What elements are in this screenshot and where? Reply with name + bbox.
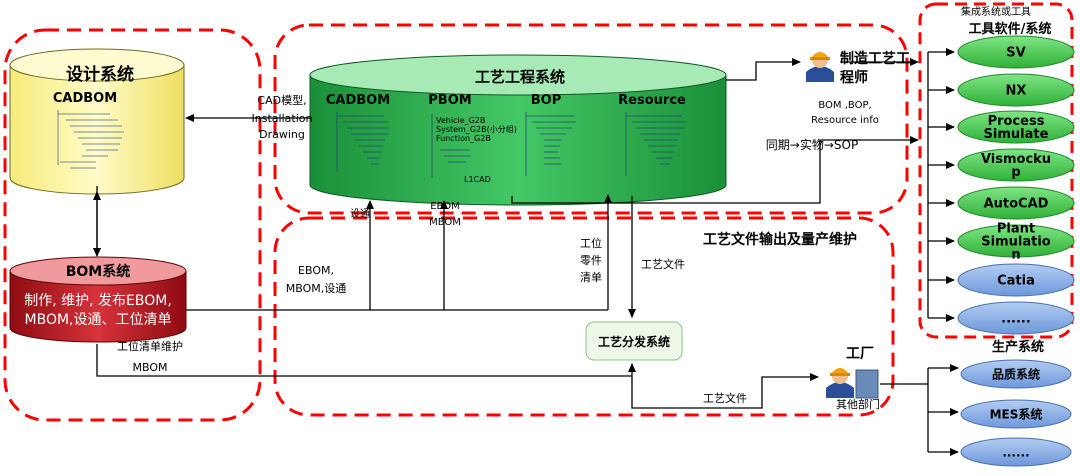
tool-label: AutoCAD	[984, 197, 1049, 212]
tool-pill	[957, 224, 1075, 258]
process-col-cadbom: CADBOM	[326, 93, 390, 108]
tool-label: p	[1011, 165, 1020, 180]
tool-label: n	[1011, 248, 1020, 263]
tool-pill	[957, 110, 1075, 144]
distribution-system-box	[585, 321, 683, 361]
design-db	[9, 48, 185, 195]
factory-title: 工厂	[846, 346, 874, 362]
tool-item-6: Catia	[957, 263, 1075, 297]
tool-label: ......	[1001, 312, 1031, 327]
tool-label: Vismocku	[981, 152, 1051, 167]
ebom-mbom-label-2: MBOM,设通	[286, 282, 347, 295]
production-item-2: ......	[960, 437, 1072, 467]
production-pill	[960, 399, 1072, 429]
tool-item-7: ......	[957, 301, 1075, 335]
station-label-1: 工位	[580, 236, 602, 250]
tool-pill	[957, 263, 1075, 297]
production-label: ......	[1002, 446, 1029, 460]
pbom-line-3: Function_G2B	[436, 134, 491, 143]
bom-line-2: MBOM,设通、工位清单	[25, 312, 172, 328]
cad-model-label-3: Drawing	[259, 128, 305, 141]
process-col-resource: Resource	[618, 93, 686, 108]
tool-item-4: AutoCAD	[957, 186, 1075, 220]
engineer-label-2: 程师	[840, 69, 868, 86]
process-tree-thumbs	[336, 112, 686, 178]
output-region-title: 工艺文件输出及量产维护	[703, 231, 857, 248]
production-title: 生产系统	[992, 339, 1044, 355]
engineer-label-1: 制造工艺工	[840, 50, 910, 67]
tool-label: Plant	[997, 222, 1035, 237]
production-pill	[960, 437, 1072, 467]
tool-pill	[957, 35, 1075, 69]
process-col-bop: BOP	[531, 93, 562, 108]
mbom-bottom-label: MBOM	[133, 361, 168, 374]
sync-label: 同期→实物→SOP	[766, 137, 858, 152]
design-cadbom-label: CADBOM	[53, 91, 117, 106]
other-dept-label: 其他部门	[836, 397, 880, 411]
shetong-label: 设通	[350, 208, 370, 220]
pbom-line-1: Vehicle_G2B	[436, 116, 485, 125]
tool-label: Process	[988, 114, 1045, 129]
tool-label: Simulate	[984, 127, 1049, 142]
process-system-title: 工艺工程系统	[475, 68, 565, 86]
production-list: 品质系统 MES系统......	[960, 359, 1072, 467]
bom-feed-label-1: BOM ,BOP,	[818, 100, 871, 111]
production-label: MES系统	[990, 407, 1043, 422]
production-item-1: MES系统	[960, 399, 1072, 429]
distribution-system-label: 工艺分发系统	[598, 334, 670, 349]
design-region	[3, 28, 262, 422]
production-pill	[960, 359, 1072, 389]
ebom-mbom-label-1: EBOM,	[298, 264, 334, 277]
tools-region	[918, 2, 1074, 339]
ebom-label: EBOM	[430, 201, 460, 212]
process-doc-label: 工艺文件	[641, 257, 685, 271]
design-tree-thumb	[57, 110, 124, 169]
tool-pill	[957, 186, 1075, 220]
output-region	[273, 216, 895, 417]
tool-pill	[957, 301, 1075, 335]
process-doc-label-2: 工艺文件	[703, 391, 747, 405]
connectors	[93, 48, 959, 456]
station-label-2: 零件	[580, 254, 602, 267]
factory-icon	[826, 368, 879, 399]
tool-item-0: SV	[957, 35, 1075, 69]
tool-label: Simulatio	[981, 235, 1051, 250]
mbom-label: MBOM	[429, 217, 461, 228]
tool-label: Catia	[997, 274, 1035, 289]
tool-label: SV	[1006, 46, 1025, 61]
process-db	[309, 54, 727, 206]
production-label: 品质系统	[992, 367, 1040, 382]
bom-system-title: BOM系统	[66, 263, 131, 280]
cad-model-label-2: Installation	[252, 112, 313, 125]
process-col-pbom: PBOM	[428, 93, 471, 108]
pbom-line-2: System_G2B(小分组)	[436, 124, 517, 134]
tools-title: 工具软件/系统	[969, 21, 1052, 37]
production-item-0: 品质系统	[960, 359, 1072, 389]
design-system-title: 设计系统	[66, 64, 134, 85]
tool-pill	[957, 73, 1075, 107]
tool-pill	[957, 148, 1075, 182]
tools-header: 集成系统或工具	[961, 5, 1031, 18]
station-label-3: 清单	[580, 271, 602, 284]
tool-label: NX	[1006, 84, 1027, 99]
l1cad-label: L1CAD	[464, 175, 491, 184]
tool-item-1: NX	[957, 73, 1075, 107]
bom-feed-label-2: Resource info	[811, 115, 879, 126]
engineer-icon	[806, 52, 834, 82]
bom-line-1: 制作, 维护, 发布EBOM,	[24, 293, 172, 309]
bom-db	[9, 256, 187, 343]
cad-model-label-1: CAD模型,	[257, 93, 306, 107]
station-maint-label: 工位清单维护	[117, 339, 183, 353]
